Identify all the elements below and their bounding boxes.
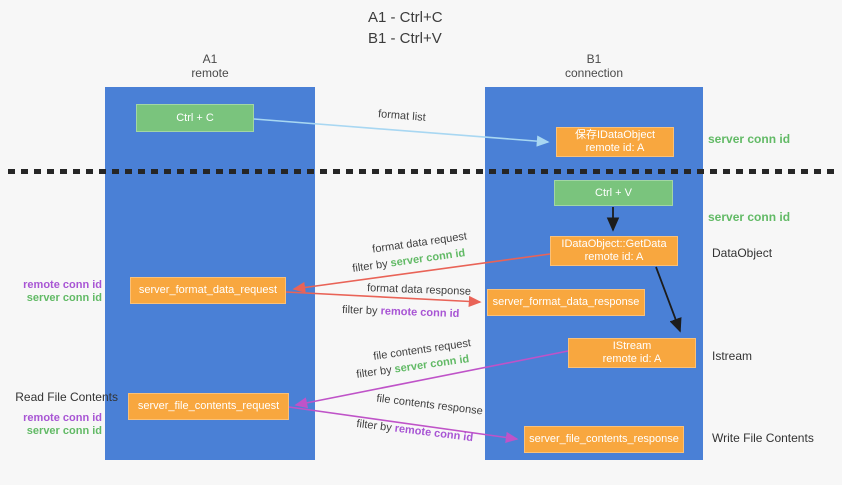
server-file-contents-request-label: server_file_contents_request — [137, 400, 280, 412]
write-file-contents-annotation: Write File Contents — [712, 431, 814, 445]
format-data-response-filter: filter by remote conn id — [342, 304, 460, 321]
server-conn-id-annotation: server conn id — [26, 292, 102, 304]
format-data-response-label: format data response — [366, 282, 472, 298]
read-file-contents-annotation: Read File Contents — [15, 390, 118, 404]
server-conn-id-annotation-top: server conn id — [708, 132, 791, 146]
diagram-title: A1 - Ctrl+C B1 - Ctrl+V — [368, 7, 443, 49]
ctrl-c-label: Ctrl + C — [176, 111, 214, 124]
remote-conn-id-annotation: remote conn id — [23, 412, 102, 424]
remote-conn-id-key: remote conn id — [380, 305, 460, 321]
lane-b1-subtitle: connection — [564, 66, 624, 80]
file-contents-response-label: file contents response — [375, 392, 484, 418]
istream-box: IStream remote id: A — [568, 338, 696, 368]
left-conn-id-pair-top: remote conn id server conn id — [10, 279, 102, 305]
save-idataobject-box: 保存IDataObject remote id: A — [556, 127, 674, 157]
diagram-title-line2: B1 - Ctrl+V — [368, 30, 442, 47]
ctrl-v-label: Ctrl + V — [595, 186, 632, 199]
save-idataobject-line2: remote id: A — [585, 142, 645, 154]
remote-conn-id-key: remote conn id — [393, 422, 474, 445]
lane-header-a1: A1 remote — [105, 52, 315, 80]
file-contents-response-filter: filter by remote conn id — [356, 418, 474, 445]
filter-by-text: filter by — [355, 417, 396, 435]
ctrl-v-box: Ctrl + V — [554, 180, 673, 206]
server-file-contents-request-box: server_file_contents_request — [128, 393, 289, 420]
ctrl-c-box: Ctrl + C — [136, 104, 254, 132]
idataobject-getdata-box: IDataObject::GetData remote id: A — [550, 236, 678, 266]
diagram-title-line1: A1 - Ctrl+C — [368, 9, 443, 26]
lane-a1-subtitle: remote — [191, 66, 229, 80]
server-file-contents-response-label: server_file_contents_response — [529, 433, 679, 445]
dataobject-annotation: DataObject — [712, 246, 773, 260]
server-file-contents-response-box: server_file_contents_response — [524, 426, 684, 453]
lane-b1-name: B1 — [586, 52, 602, 66]
istream-line2: remote id: A — [602, 353, 662, 365]
lane-a1-name: A1 — [202, 52, 218, 66]
server-format-data-request-label: server_format_data_request — [138, 284, 278, 296]
getdata-line2: remote id: A — [584, 251, 644, 263]
server-format-data-response-label: server_format_data_response — [492, 296, 640, 308]
filter-by-text: filter by — [351, 257, 392, 275]
istream-annotation: Istream — [712, 349, 753, 363]
save-idataobject-line1: 保存IDataObject — [574, 129, 656, 141]
istream-line1: IStream — [612, 340, 652, 352]
server-format-data-request-box: server_format_data_request — [130, 277, 286, 304]
server-format-data-response-box: server_format_data_response — [487, 289, 645, 316]
left-conn-id-pair-bottom: remote conn id server conn id — [10, 412, 102, 438]
getdata-line1: IDataObject::GetData — [561, 238, 667, 250]
server-conn-id-annotation-mid: server conn id — [708, 210, 791, 224]
filter-by-text: filter by — [355, 363, 396, 381]
server-conn-id-annotation: server conn id — [26, 425, 102, 437]
format-list-label: format list — [377, 108, 427, 124]
filter-by-text: filter by — [341, 303, 381, 318]
scope-divider-line — [8, 169, 835, 174]
remote-conn-id-annotation: remote conn id — [23, 279, 102, 291]
lane-header-b1: B1 connection — [485, 52, 703, 80]
